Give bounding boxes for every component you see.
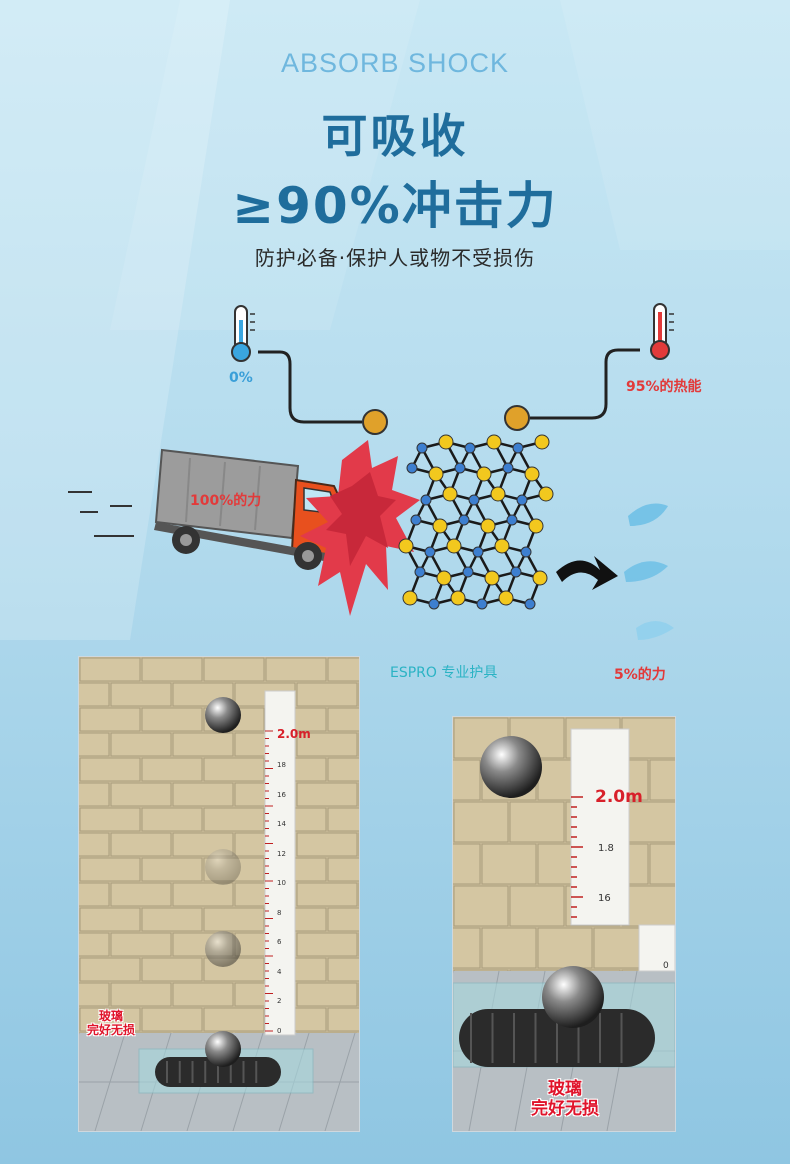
steel-ball-icon	[205, 849, 241, 885]
arrow-right-icon	[556, 556, 618, 590]
truck-icon	[154, 448, 350, 570]
tagline: 防护必备·保护人或物不受损伤	[254, 246, 536, 270]
steel-ball-icon	[205, 697, 241, 733]
product-label: ESPRO 专业护具	[390, 665, 498, 681]
feather-icon	[624, 503, 674, 640]
steel-ball-icon	[542, 966, 604, 1028]
title-line-1: 可吸收	[321, 109, 469, 163]
caption-line-1: 玻璃	[98, 1009, 123, 1023]
tick-label: 0	[663, 961, 669, 971]
speed-lines	[68, 491, 134, 537]
height-label-left: 2.0m	[277, 727, 311, 741]
wire-hot	[530, 348, 640, 420]
tick-label: 2	[277, 997, 282, 1005]
tick-label: 18	[277, 761, 286, 769]
truck-force-label: 100%的力	[190, 493, 262, 509]
caption-line-1: 玻璃	[548, 1079, 582, 1099]
brick-wall-right	[453, 717, 675, 1131]
tick-label: 16	[598, 893, 611, 904]
height-label-right: 2.0m	[595, 787, 643, 807]
tick-label: 14	[277, 820, 286, 828]
steel-ball-icon	[205, 1031, 241, 1067]
molecule-lattice	[398, 434, 554, 610]
thermometer-cold-icon	[231, 305, 255, 362]
thermometer-hot-icon	[650, 303, 674, 360]
drop-test-photo-right: 2.0m 1.8 16 0 玻璃 完好无损	[452, 716, 676, 1132]
temp-hot-label: 95%的热能	[626, 379, 702, 395]
glass-caption-left: 玻璃 完好无损	[81, 1009, 141, 1038]
subtitle-en: ABSORB SHOCK	[280, 48, 510, 78]
steel-ball-icon	[480, 736, 542, 798]
tick-label: 16	[277, 790, 286, 799]
tick-label: 1.8	[598, 843, 614, 854]
tick-label: 6	[277, 938, 282, 946]
tick-label: 10	[277, 879, 286, 887]
caption-line-2: 完好无损	[531, 1099, 599, 1120]
steel-ball-icon	[205, 931, 241, 967]
tick-label: 4	[277, 967, 282, 976]
caption-line-2: 完好无损	[86, 1023, 135, 1038]
wire-cold	[258, 350, 362, 424]
glass-caption-right: 玻璃 完好无损	[513, 1079, 617, 1120]
tick-label: 8	[277, 908, 282, 917]
brick-wall-left	[79, 657, 359, 1131]
tick-label: 0	[277, 1026, 282, 1035]
tick-label: 12	[277, 849, 286, 858]
title-line-2: ≥90%冲击力	[232, 177, 558, 235]
temp-cold-label: 0%	[229, 370, 253, 386]
impact-diagram	[68, 303, 674, 640]
background-light-shapes	[0, 0, 790, 640]
drop-test-photo-left: 玻璃 完好无损 2.0m 18 16 14 12 10 8 6 4 2 0	[78, 656, 360, 1132]
remaining-force-label: 5%的力	[614, 667, 666, 683]
